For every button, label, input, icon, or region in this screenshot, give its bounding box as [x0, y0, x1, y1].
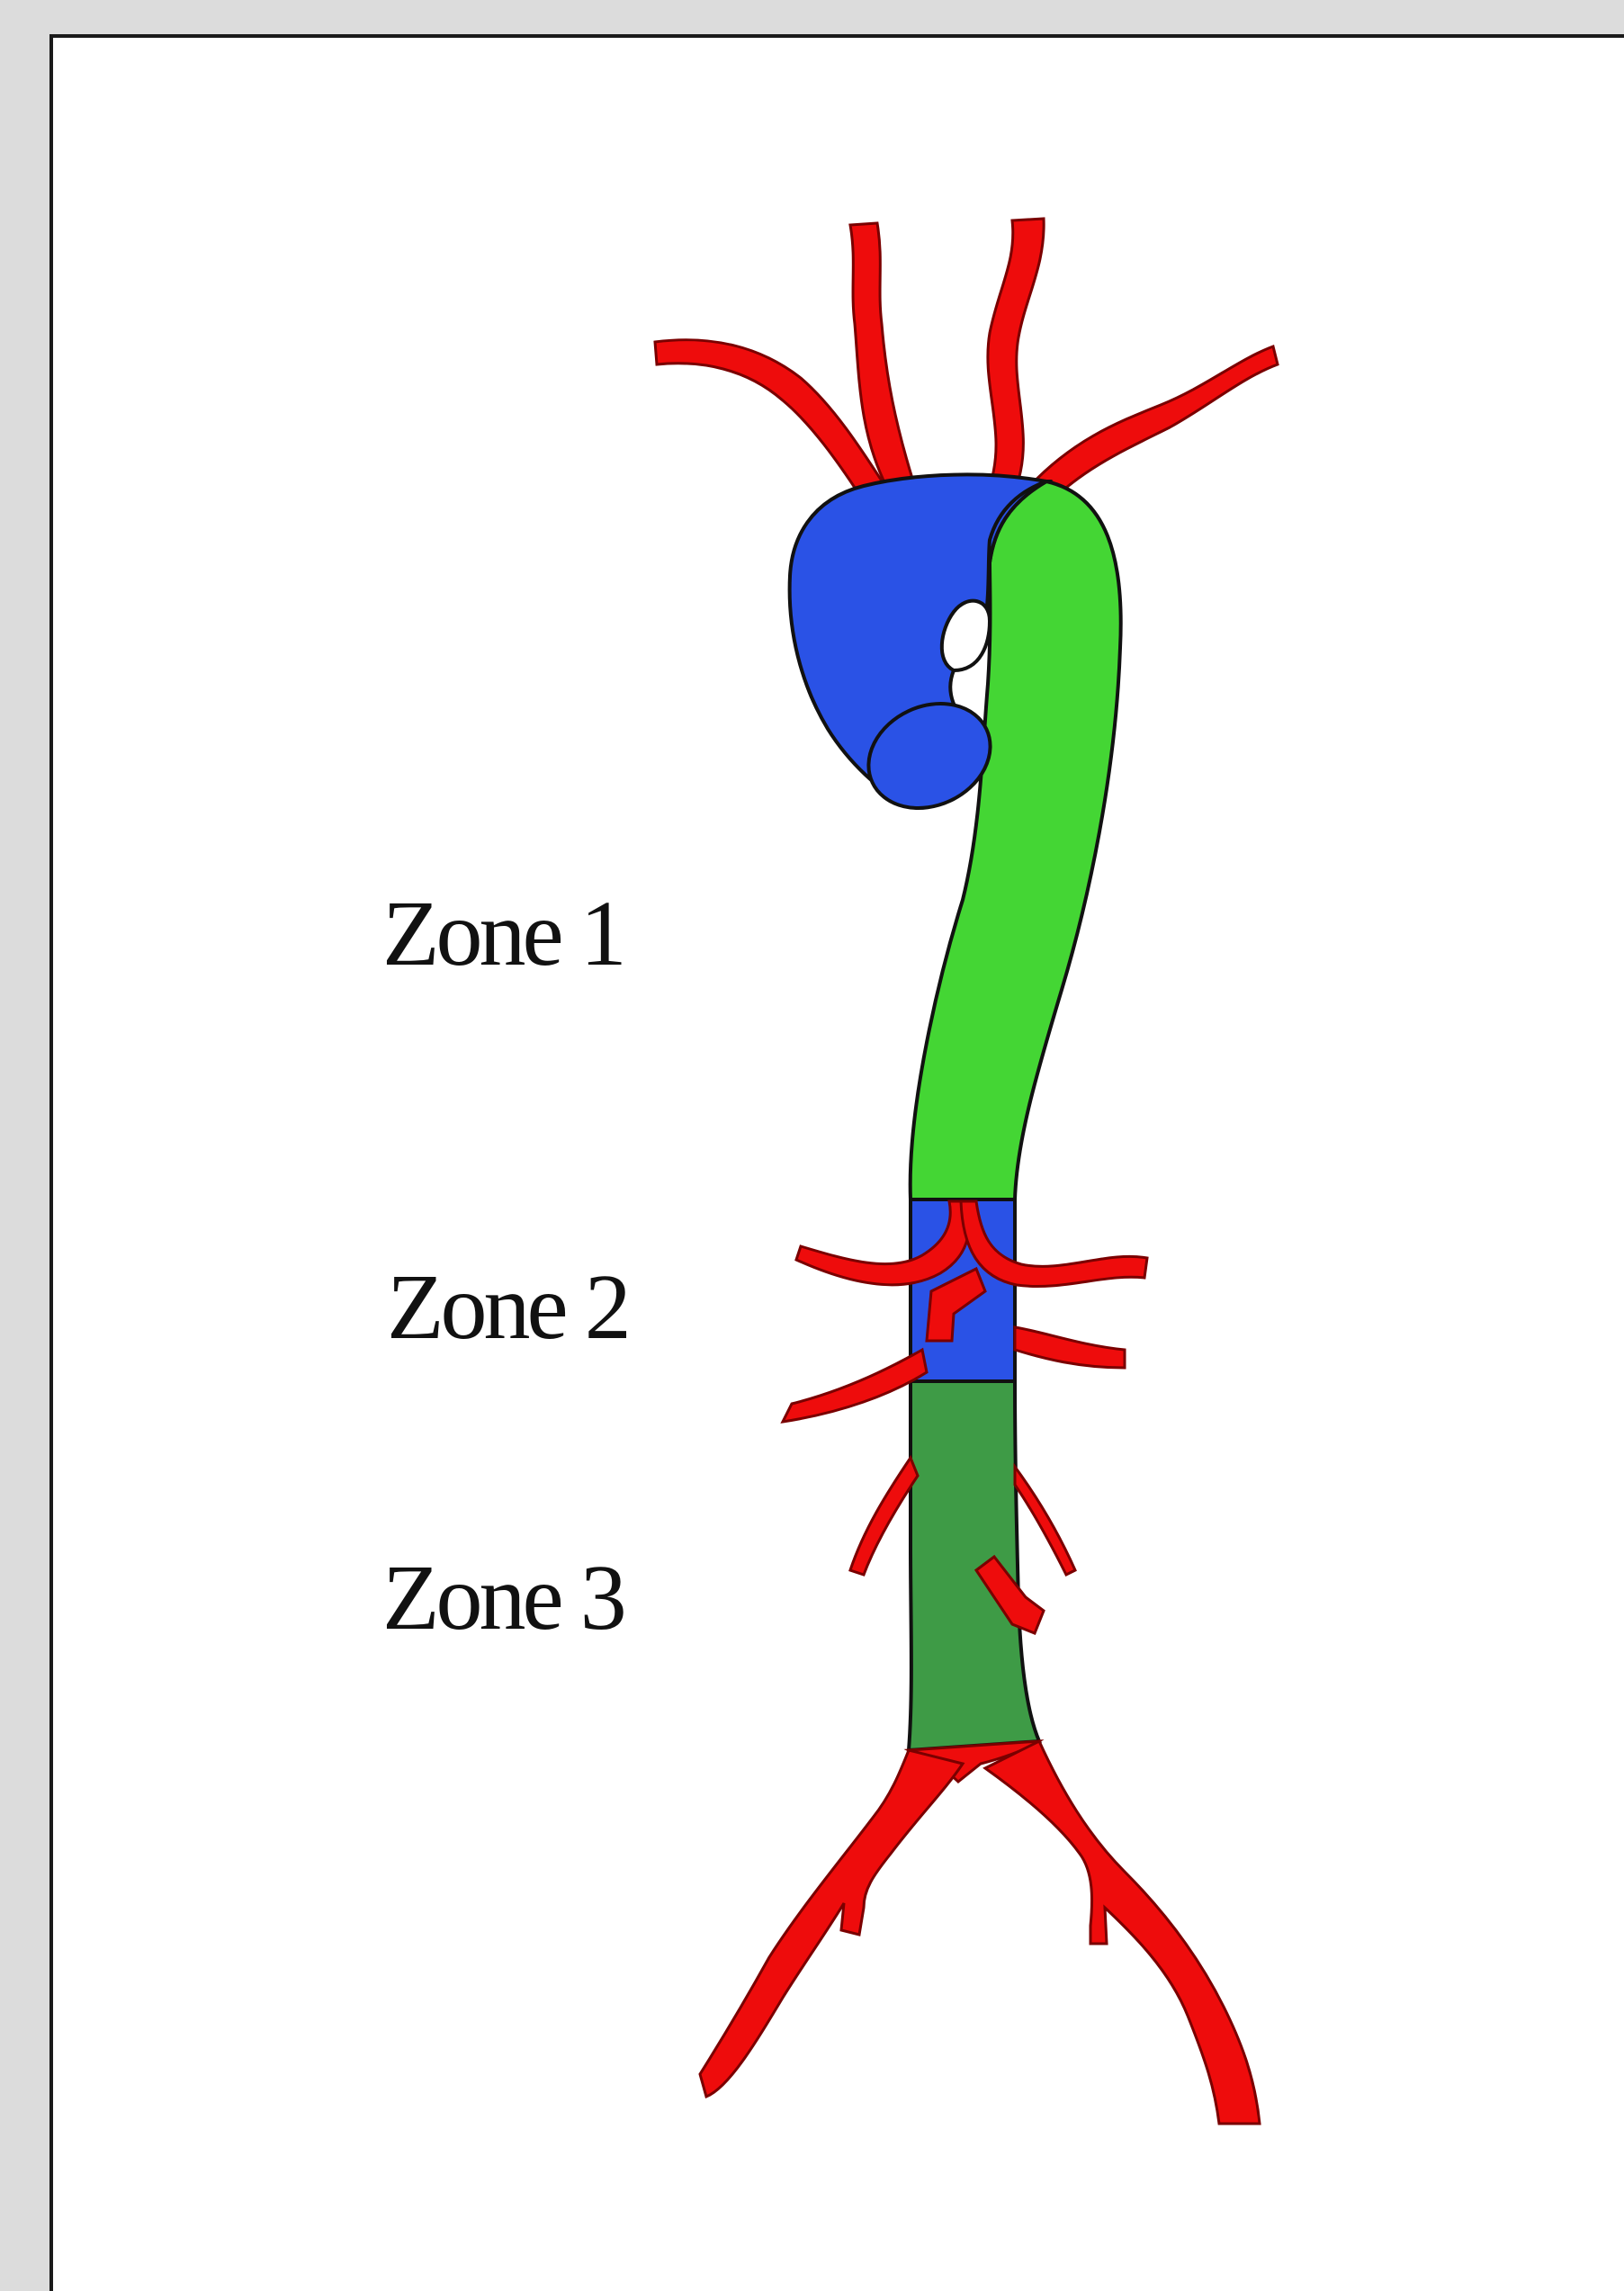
left-renal-artery [1015, 1327, 1125, 1368]
zone-3-label: Zone 3 [382, 1546, 624, 1649]
gonadal-artery-right [1015, 1467, 1075, 1575]
right-subclavian-artery [655, 340, 891, 508]
zone3-infrarenal-aorta [909, 1381, 1039, 1750]
left-common-iliac-artery [985, 1741, 1260, 2124]
iliac-arteries [700, 1741, 1260, 2124]
zone-1-label: Zone 1 [382, 882, 624, 985]
supra-aortic-arteries [655, 219, 1278, 508]
zone-2-label: Zone 2 [387, 1255, 628, 1359]
right-common-iliac-artery [700, 1750, 963, 2097]
gonadal-artery-left [850, 1458, 918, 1575]
right-renal-artery [783, 1350, 927, 1422]
left-carotid-artery [988, 219, 1044, 486]
left-subclavian-artery [1026, 346, 1278, 504]
